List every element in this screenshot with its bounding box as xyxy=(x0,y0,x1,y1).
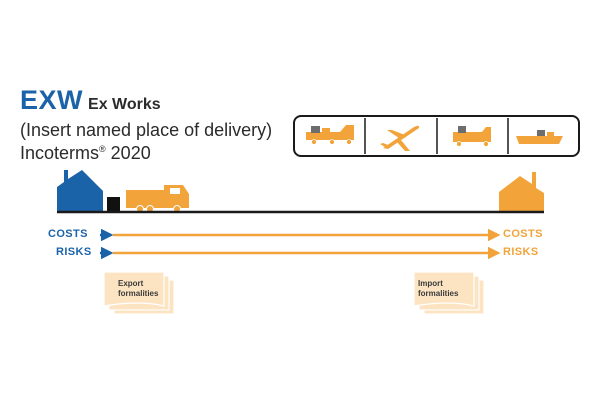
delivery-truck-icon xyxy=(453,126,491,147)
registered-mark: ® xyxy=(99,144,106,154)
subtitle-main: (Insert named place of delivery) Incoter… xyxy=(20,120,273,163)
truck-icon xyxy=(306,125,354,145)
export-documents-icon xyxy=(103,271,175,315)
costs-label-buyer: COSTS xyxy=(503,228,543,240)
transport-modes-panel xyxy=(293,115,580,157)
buyer-warehouse-icon xyxy=(499,172,544,212)
incoterm-name: Ex Works xyxy=(88,96,161,113)
risks-label-seller: RISKS xyxy=(56,246,92,258)
export-formalities-label: Export formalities xyxy=(118,279,159,298)
ship-icon xyxy=(516,130,563,144)
seller-warehouse-icon xyxy=(57,170,103,212)
pickup-truck-icon xyxy=(126,185,189,213)
incoterm-code: EXW xyxy=(20,85,84,115)
costs-label-seller: COSTS xyxy=(48,228,88,240)
import-documents-icon xyxy=(413,271,485,315)
incoterm-subtitle: (Insert named place of delivery) Incoter… xyxy=(20,119,290,165)
goods-box-icon xyxy=(107,197,120,212)
import-formalities-label: Import formalities xyxy=(418,279,459,298)
airplane-icon xyxy=(380,125,420,151)
subtitle-year: 2020 xyxy=(105,143,151,163)
risks-label-buyer: RISKS xyxy=(503,246,539,258)
